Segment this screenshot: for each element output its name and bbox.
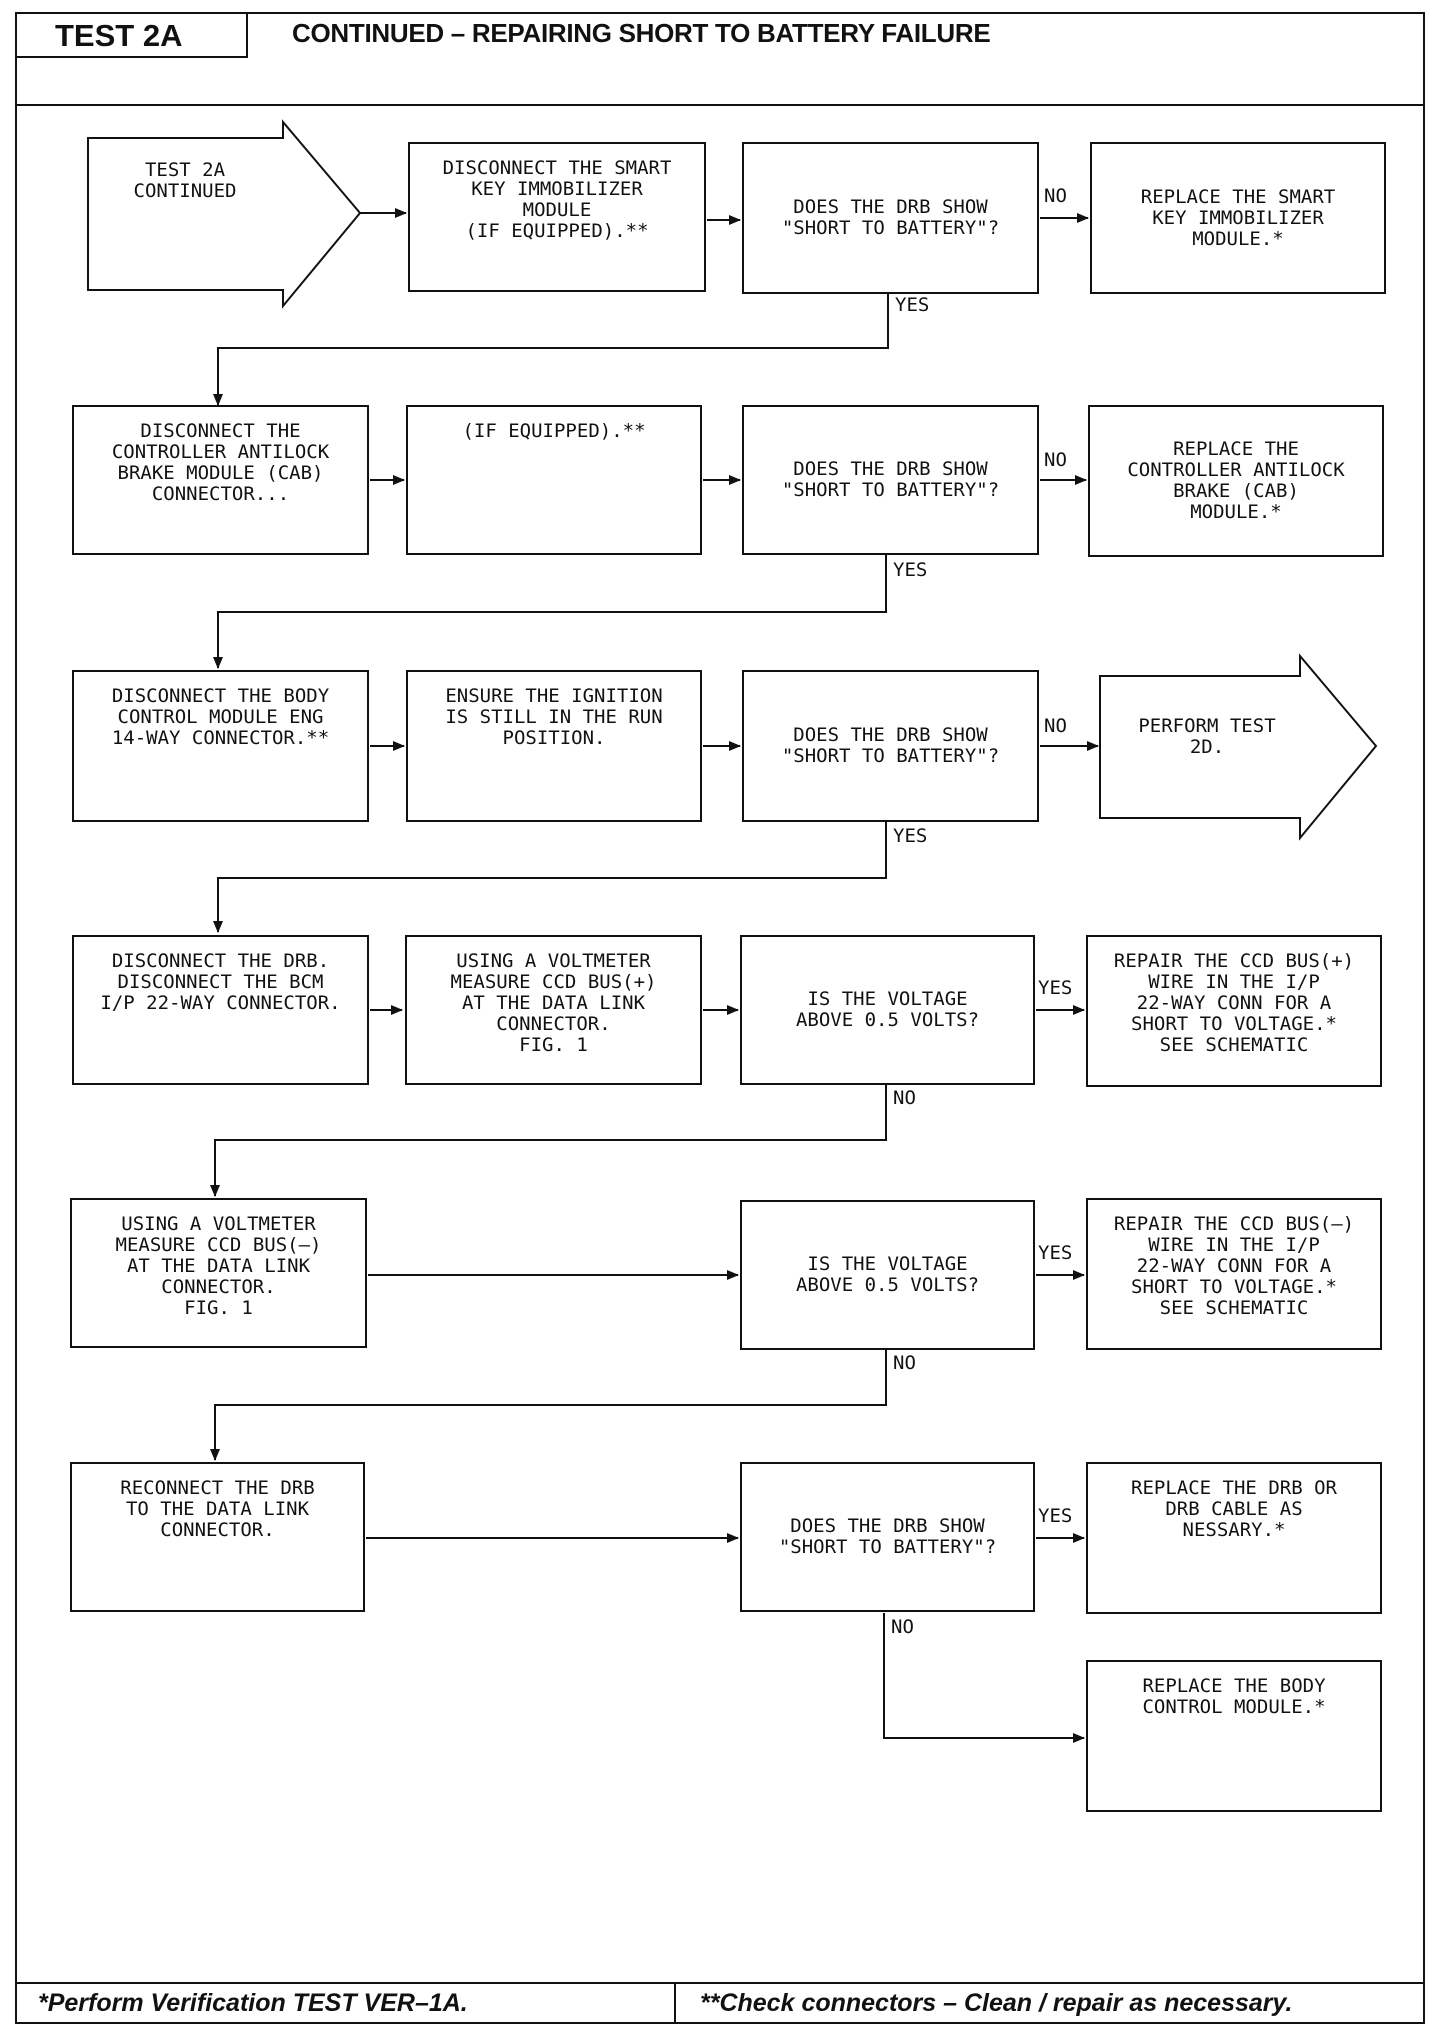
row2-no-result-box: REPLACE THE CONTROLLER ANTILOCK BRAKE (C… [1088, 405, 1384, 557]
row2-yes-label: YES [893, 559, 928, 581]
row4-question-box: IS THE VOLTAGE ABOVE 0.5 VOLTS? [740, 935, 1035, 1085]
arrow-no-row6 [883, 1613, 1085, 1743]
row4-no-label: NO [893, 1087, 916, 1109]
row5-no-label: NO [893, 1352, 916, 1374]
footer-divider [15, 1982, 1425, 1984]
footer-connector-note: **Check connectors – Clean / repair as n… [700, 1989, 1293, 2017]
row4-action-box: DISCONNECT THE DRB. DISCONNECT THE BCM I… [72, 935, 369, 1085]
row2-note-box: (IF EQUIPPED).** [406, 405, 702, 555]
row3-no-label: NO [1044, 715, 1067, 737]
row1-yes-label: YES [895, 294, 930, 316]
row4-measure-box: USING A VOLTMETER MEASURE CCD BUS(+) AT … [405, 935, 702, 1085]
row6-no-result-box: REPLACE THE BODY CONTROL MODULE.* [1086, 1660, 1382, 1812]
perform-test-block-arrow [1099, 653, 1378, 841]
test-label-underline [15, 56, 248, 58]
page-frame [15, 12, 1425, 2024]
row5-yes-label: YES [1038, 1242, 1073, 1264]
row4-yes-label: YES [1038, 977, 1073, 999]
row2-action-box: DISCONNECT THE CONTROLLER ANTILOCK BRAKE… [72, 405, 369, 555]
page-title: CONTINUED – REPAIRING SHORT TO BATTERY F… [292, 18, 991, 48]
row1-question-box: DOES THE DRB SHOW "SHORT TO BATTERY"? [742, 142, 1039, 294]
start-block-arrow [87, 119, 362, 309]
arrow-yes-row2 [213, 555, 887, 669]
header-divider [15, 104, 1425, 106]
row4-yes-result-box: REPAIR THE CCD BUS(+) WIRE IN THE I/P 22… [1086, 935, 1382, 1087]
test-label: TEST 2A [55, 18, 183, 53]
row6-yes-result-box: REPLACE THE DRB OR DRB CABLE AS NESSARY.… [1086, 1462, 1382, 1614]
test-label-divider [246, 12, 248, 58]
row1-no-result-box: REPLACE THE SMART KEY IMMOBILIZER MODULE… [1090, 142, 1386, 294]
arrow-yes-row1 [213, 294, 889, 406]
start-arrow-label: TEST 2A CONTINUED [133, 159, 237, 202]
row1-action-box: DISCONNECT THE SMART KEY IMMOBILIZER MOD… [408, 142, 706, 292]
row6-action-box: RECONNECT THE DRB TO THE DATA LINK CONNE… [70, 1462, 365, 1612]
row3-yes-label: YES [893, 825, 928, 847]
row2-no-label: NO [1044, 449, 1067, 471]
footer-column-divider [674, 1982, 676, 2024]
row5-yes-result-box: REPAIR THE CCD BUS(–) WIRE IN THE I/P 22… [1086, 1198, 1382, 1350]
arrow-no-row5 [210, 1350, 887, 1461]
row6-no-label: NO [891, 1616, 914, 1638]
row1-no-label: NO [1044, 185, 1067, 207]
row5-question-box: IS THE VOLTAGE ABOVE 0.5 VOLTS? [740, 1200, 1035, 1350]
footer-verification-note: *Perform Verification TEST VER–1A. [38, 1989, 468, 2017]
arrow-yes-row3 [213, 821, 887, 933]
row2-question-box: DOES THE DRB SHOW "SHORT TO BATTERY"? [742, 405, 1039, 555]
row3-question-box: DOES THE DRB SHOW "SHORT TO BATTERY"? [742, 670, 1039, 822]
row3-ensure-box: ENSURE THE IGNITION IS STILL IN THE RUN … [406, 670, 702, 822]
row6-yes-label: YES [1038, 1505, 1073, 1527]
arrow-no-row4 [210, 1085, 887, 1197]
row5-measure-box: USING A VOLTMETER MEASURE CCD BUS(–) AT … [70, 1198, 367, 1348]
row3-action-box: DISCONNECT THE BODY CONTROL MODULE ENG 1… [72, 670, 369, 822]
row3-perform-test-label: PERFORM TEST 2D. [1138, 715, 1276, 758]
row6-question-box: DOES THE DRB SHOW "SHORT TO BATTERY"? [740, 1462, 1035, 1612]
